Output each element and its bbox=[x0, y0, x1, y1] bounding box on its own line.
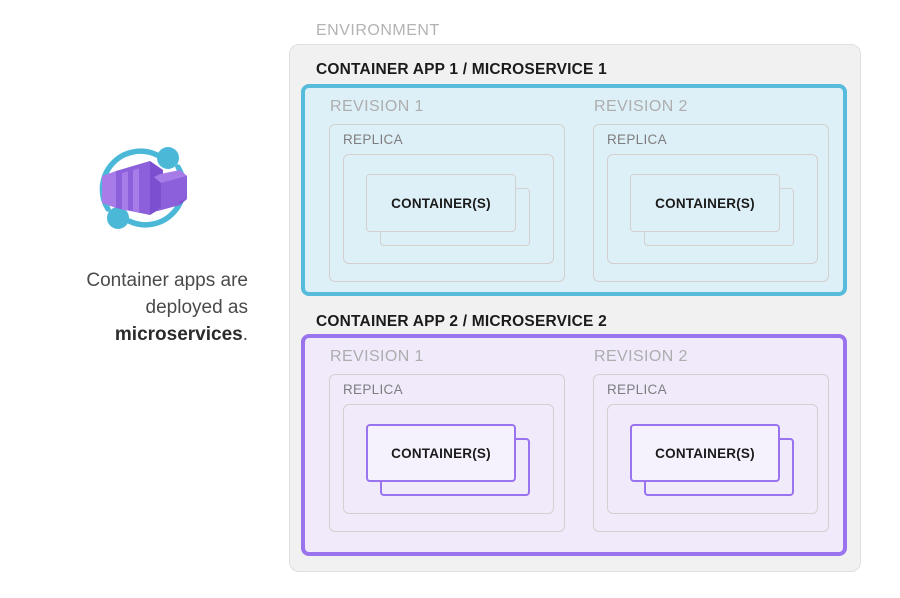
replica-label: REPLICA bbox=[343, 382, 403, 397]
app-2-revision-1: REVISION 1 REPLICA CONTAINER(S) bbox=[317, 348, 575, 562]
caption-text: Container apps are deployed as microserv… bbox=[38, 267, 248, 348]
container-stack: CONTAINER(S) bbox=[366, 174, 530, 246]
replica-label: REPLICA bbox=[607, 382, 667, 397]
revision-label: REVISION 2 bbox=[594, 348, 688, 365]
caption-line-3: microservices. bbox=[38, 321, 248, 348]
container-label: CONTAINER(S) bbox=[391, 195, 491, 211]
container-app-2-panel: REVISION 1 REPLICA CONTAINER(S) REVISION… bbox=[301, 334, 847, 556]
caption-emphasis: microservices bbox=[114, 324, 243, 345]
replica-box: REPLICA CONTAINER(S) bbox=[329, 124, 565, 282]
caption-line-1: Container apps are bbox=[86, 270, 248, 291]
replica-label: REPLICA bbox=[343, 132, 403, 147]
revision-label: REVISION 1 bbox=[330, 348, 424, 365]
container-label: CONTAINER(S) bbox=[655, 195, 755, 211]
container-app-2-title: CONTAINER APP 2 / MICROSERVICE 2 bbox=[316, 313, 607, 330]
container-box-front: CONTAINER(S) bbox=[366, 424, 516, 482]
container-stack: CONTAINER(S) bbox=[630, 424, 794, 496]
container-box-front: CONTAINER(S) bbox=[630, 424, 780, 482]
app-1-revision-2: REVISION 2 REPLICA CONTAINER(S) bbox=[581, 98, 839, 302]
environment-label: ENVIRONMENT bbox=[316, 22, 440, 39]
container-stack: CONTAINER(S) bbox=[630, 174, 794, 246]
revision-label: REVISION 1 bbox=[330, 98, 424, 115]
pod-box: CONTAINER(S) bbox=[607, 154, 818, 264]
container-app-1-panel: REVISION 1 REPLICA CONTAINER(S) REVISION… bbox=[301, 84, 847, 296]
container-box-front: CONTAINER(S) bbox=[366, 174, 516, 232]
container-label: CONTAINER(S) bbox=[391, 445, 491, 461]
app-2-revision-2: REVISION 2 REPLICA CONTAINER(S) bbox=[581, 348, 839, 562]
caption-period: . bbox=[242, 324, 248, 345]
intro-column: Container apps are deployed as microserv… bbox=[38, 130, 248, 348]
replica-box: REPLICA CONTAINER(S) bbox=[593, 124, 829, 282]
replica-box: REPLICA CONTAINER(S) bbox=[329, 374, 565, 532]
azure-container-apps-icon bbox=[38, 130, 248, 245]
replica-label: REPLICA bbox=[607, 132, 667, 147]
container-label: CONTAINER(S) bbox=[655, 445, 755, 461]
pod-box: CONTAINER(S) bbox=[607, 404, 818, 514]
app-1-revision-1: REVISION 1 REPLICA CONTAINER(S) bbox=[317, 98, 575, 302]
container-stack: CONTAINER(S) bbox=[366, 424, 530, 496]
caption-line-2: deployed as bbox=[145, 297, 248, 318]
pod-box: CONTAINER(S) bbox=[343, 154, 554, 264]
replica-box: REPLICA CONTAINER(S) bbox=[593, 374, 829, 532]
container-app-1-title: CONTAINER APP 1 / MICROSERVICE 1 bbox=[316, 61, 607, 78]
container-box-front: CONTAINER(S) bbox=[630, 174, 780, 232]
revision-label: REVISION 2 bbox=[594, 98, 688, 115]
pod-box: CONTAINER(S) bbox=[343, 404, 554, 514]
